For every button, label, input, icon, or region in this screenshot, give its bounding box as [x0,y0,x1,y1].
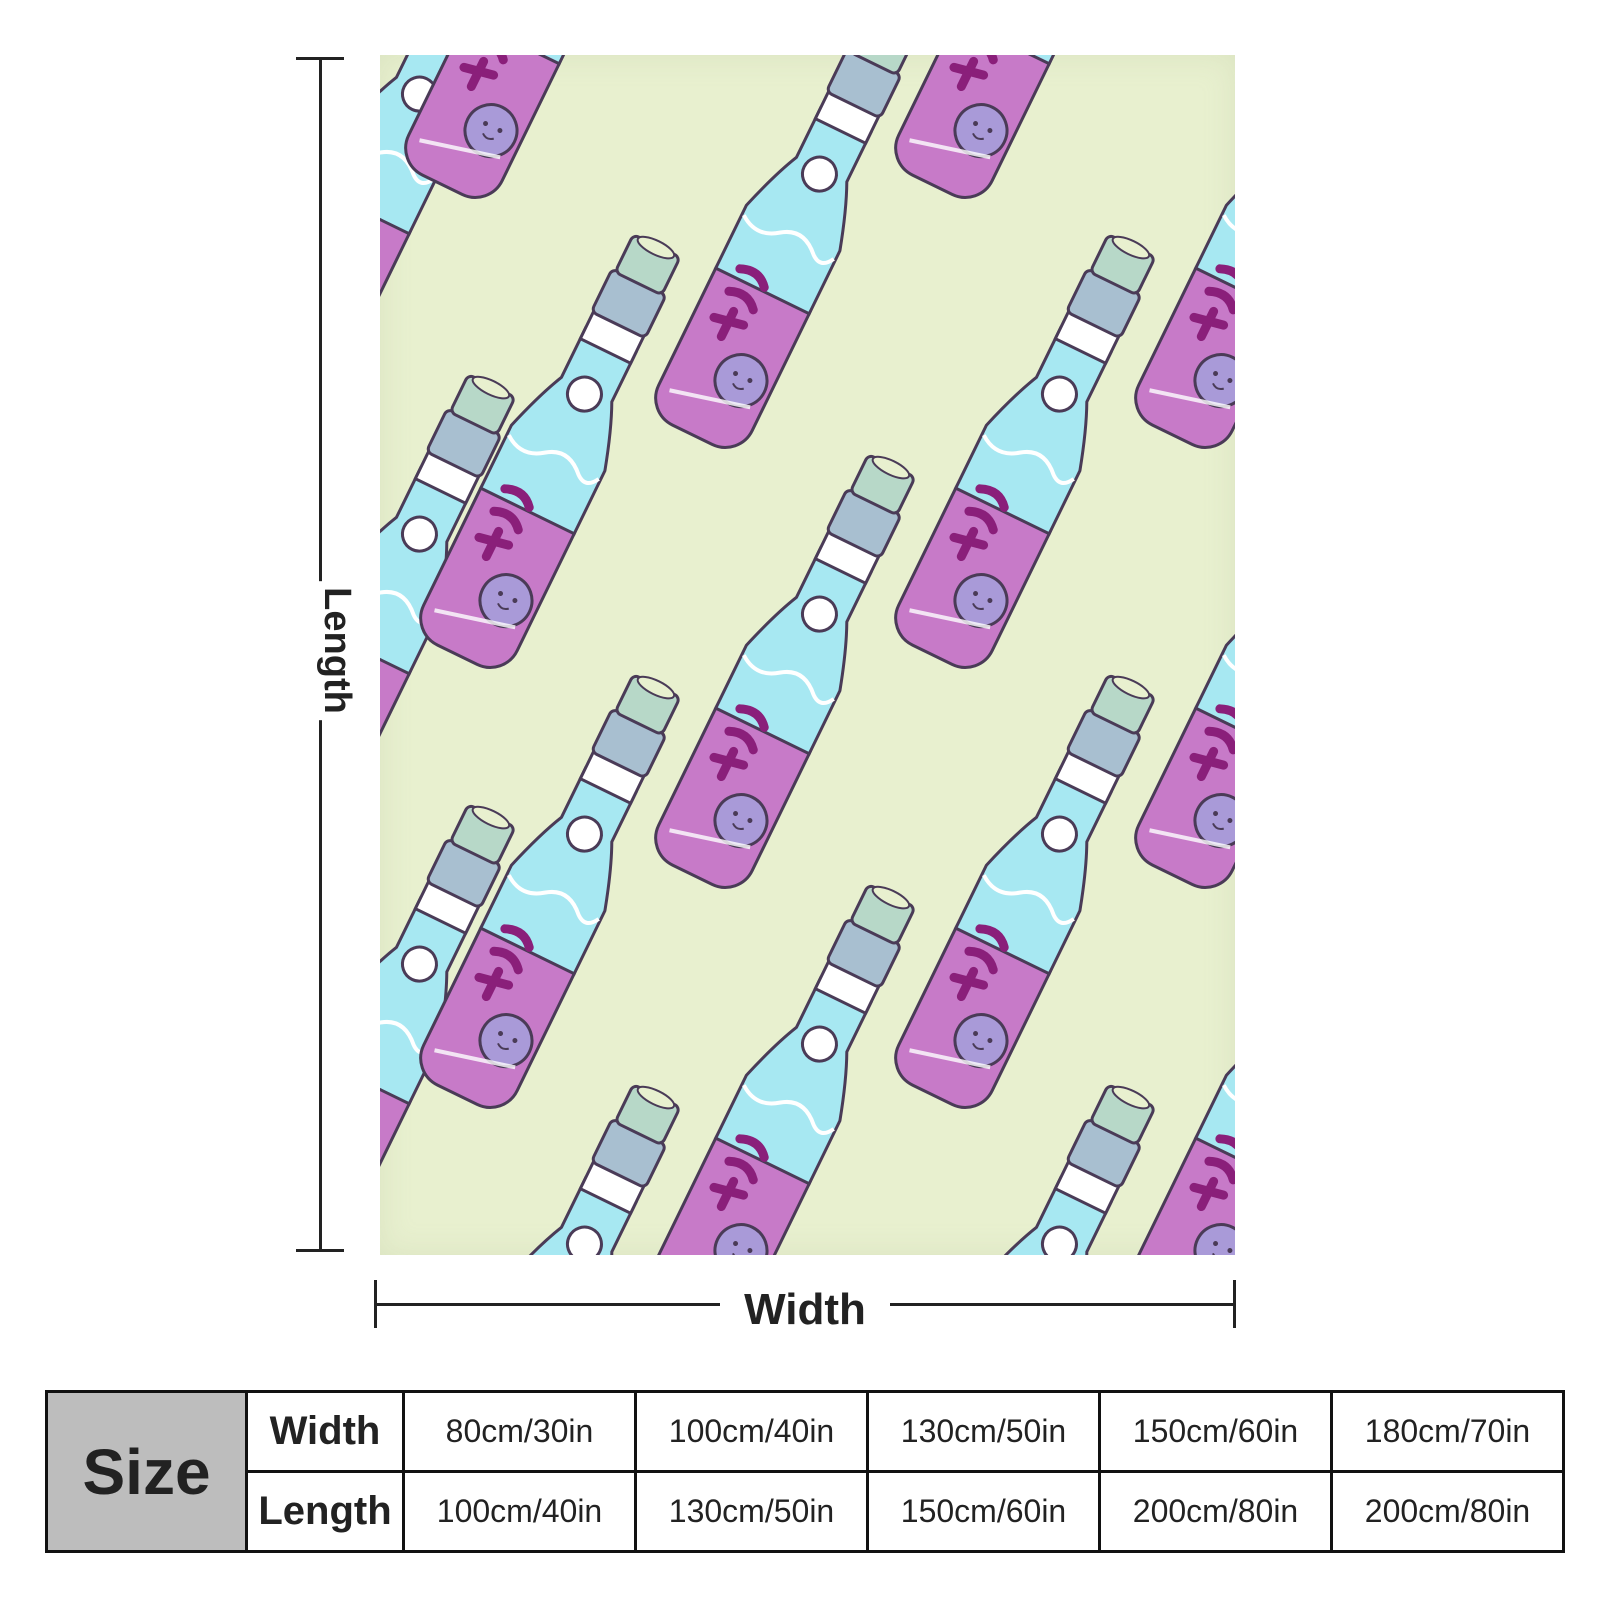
length-guide-bottom-tick [296,1249,344,1252]
width-value-cell: 150cm/60in [1098,1390,1333,1473]
length-value-cell: 130cm/50in [634,1470,869,1553]
length-value-cell: 200cm/80in [1330,1470,1565,1553]
length-value-cell: 200cm/80in [1098,1470,1333,1553]
length-value-cell: 150cm/60in [866,1470,1101,1553]
blanket-preview-image [380,55,1235,1255]
size-table: Size Width 80cm/30in 100cm/40in 130cm/50… [45,1390,1565,1553]
width-value-cell: 180cm/70in [1330,1390,1565,1473]
width-guide-right-tick [1233,1280,1236,1328]
size-header: Size [45,1390,248,1553]
width-label: Width [720,1285,890,1335]
width-value-cell: 80cm/30in [402,1390,637,1473]
width-value-cell: 100cm/40in [634,1390,869,1473]
width-value-cell: 130cm/50in [866,1390,1101,1473]
row-label-length: Length [245,1470,405,1553]
row-label-width: Width [245,1390,405,1473]
ramune-bottle-pattern [380,55,1235,1255]
size-row-length: Length 100cm/40in 130cm/50in 150cm/60in … [47,1470,1565,1553]
length-value-cell: 100cm/40in [402,1470,637,1553]
length-label: Length [296,570,376,730]
length-label-text: Length [314,580,358,720]
size-row-width: Size Width 80cm/30in 100cm/40in 130cm/50… [45,1390,1565,1553]
